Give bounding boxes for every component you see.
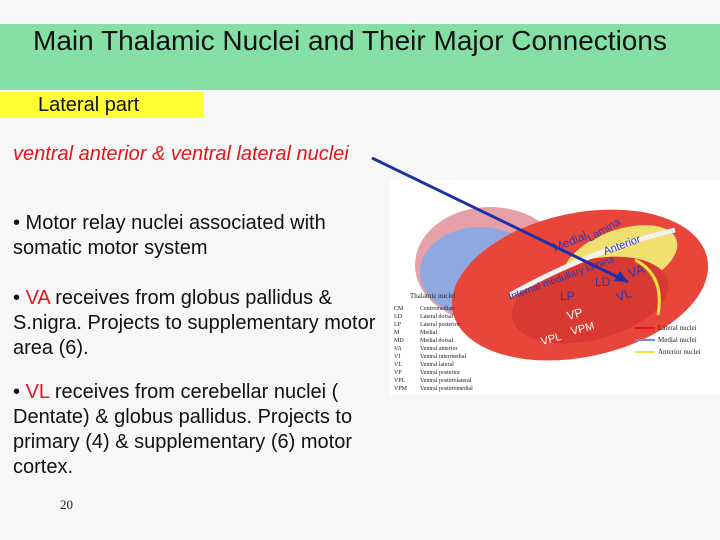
abbrev-vp-name: Ventral posterior [420,370,460,376]
label-va: VA [626,261,647,281]
page-number: 20 [60,497,73,512]
abbrev-table: CM Centromedian LD Lateral dorsal LP Latera… [394,306,473,392]
legend-lateral: Lateral nuclei [658,324,697,332]
slide-title: Main Thalamic Nuclei and Their Major Con… [33,25,667,56]
bullet-1-text: • Motor relay nuclei associated with som… [13,212,326,259]
label-vpm: VPM [570,320,596,338]
section-label-box: Lateral part [0,92,204,118]
bullet-1: • Motor relay nuclei associated with som… [13,211,383,261]
abbrev-heading: Thalamic nuclei [410,292,455,300]
bullet-2-highlight: VA [25,287,50,309]
title-band [0,24,720,90]
abbrev-m: M [394,330,400,336]
abbrev-cm: CM [394,306,404,312]
abbrev-va: VA [394,346,403,352]
thalamus-figure: Medial Lamina Anterior Internal medullar… [390,180,720,395]
abbrev-vpl-name: Ventral posterolateral [420,378,472,384]
abbrev-vpm-name: Ventral posteromedial [420,386,473,392]
abbrev-vpm: VPM [394,386,408,392]
label-vl: VL [614,285,634,305]
abbrev-lp: LP [394,322,402,328]
figure-legend: Lateral nuclei Medial nuclei Anterior nu… [635,324,701,356]
abbrev-vl-name: Ventral lateral [420,362,454,368]
abbrev-md-name: Medial dorsal [420,338,453,344]
bullet-3-highlight: VL [25,381,50,403]
abbrev-lp-name: Lateral posterior [420,322,460,328]
bullet-2-text: receives from globus pallidus & S.nigra.… [13,287,376,359]
abbrev-md: MD [394,338,404,344]
abbrev-va-name: Ventral anterior [420,346,457,352]
abbrev-m-name: Medial [420,330,437,336]
bullet-3-text: receives from cerebellar nuclei ( Dentat… [13,381,353,478]
section-label: Lateral part [38,94,140,116]
abbrev-vl: VL [394,362,402,368]
bullet-3: • VL receives from cerebellar nuclei ( D… [13,380,383,480]
abbrev-cm-name: Centromedian [420,306,454,312]
abbrev-vpl: VPL [394,378,406,384]
label-lp: LP [560,289,575,303]
bullet-2: • VA receives from globus pallidus & S.n… [13,286,383,361]
label-ld: LD [595,275,611,289]
abbrev-ld-name: Lateral dorsal [420,314,453,320]
abbrev-ld: LD [394,314,403,320]
label-vpl: VPL [540,331,563,348]
bullet-2-prefix: • [13,287,26,309]
legend-medial: Medial nuclei [658,336,697,344]
bullet-3-prefix: • [13,381,26,403]
anterior-boundary [634,258,661,316]
legend-anterior: Anterior nuclei [658,348,701,356]
abbrev-vi-name: Ventral intermedial [420,354,466,360]
label-vp: VP [565,305,584,323]
subtitle: ventral anterior & ventral lateral nucle… [13,143,349,165]
abbrev-vp: VP [394,370,402,376]
abbrev-vi: VI [394,354,400,360]
